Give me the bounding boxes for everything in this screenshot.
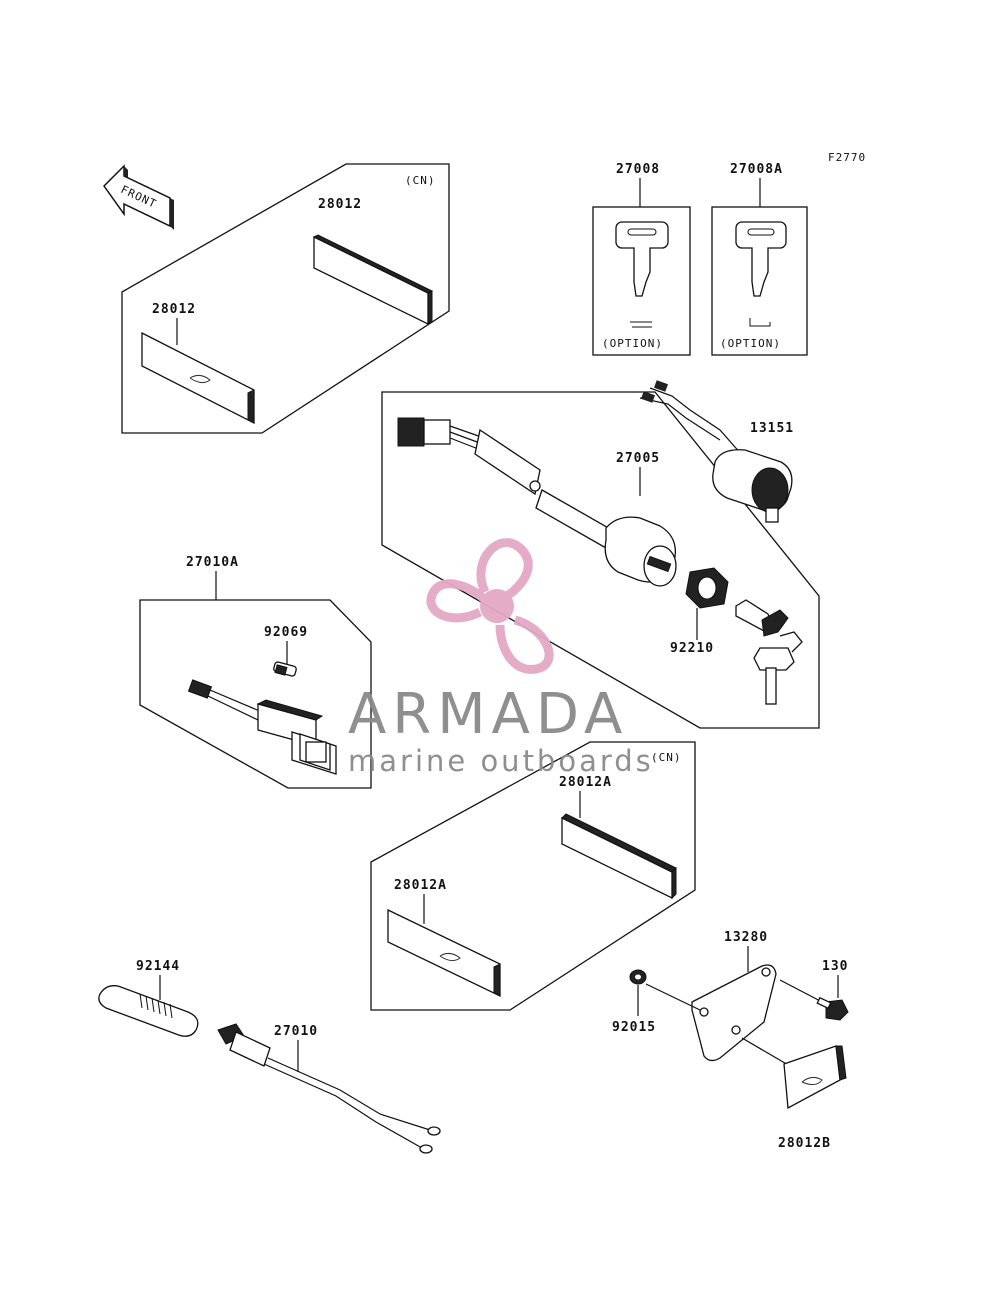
key-blank-27008 [615,221,669,328]
label-92144: 92144 [136,959,180,974]
watermark-title: ARMADA [348,682,628,747]
warning-lamp-27010a [187,679,337,775]
spring-cap-92144 [98,985,199,1037]
label-130: 130 [822,959,848,974]
decal-28012a-top [561,813,677,900]
front-arrow-icon: FRONT [103,164,174,230]
decal-28012a-left [387,908,501,998]
option-box-left [592,206,691,356]
plate-28012b [783,1045,847,1110]
key-blank-27008a [735,221,787,327]
label-27010a: 27010A [186,555,239,570]
bracket-13280 [691,964,777,1062]
buzzer-13151 [639,380,793,523]
label-92069: 92069 [264,625,308,640]
washer-92015 [629,969,647,985]
label-92210: 92210 [670,641,714,656]
cn-top-label: (CN) [405,174,436,187]
label-13280: 13280 [724,930,768,945]
label-13151: 13151 [750,421,794,436]
label-27010: 27010 [274,1024,318,1039]
ignition-switch-27005 [397,417,677,587]
decal-28012-left [141,331,255,425]
label-28012a-top: 28012A [559,775,612,790]
lamp-group-box [139,599,372,789]
cn-group-top-box [121,163,450,434]
nut-92210 [685,567,729,609]
option-left-label: (OPTION) [602,337,663,350]
label-27008: 27008 [616,162,660,177]
label-28012a-left: 28012A [394,878,447,893]
option-right-label: (OPTION) [720,337,781,350]
label-27005: 27005 [616,451,660,466]
cn-group-bottom-box [370,741,696,1011]
label-27008a: 27008A [730,162,783,177]
bolt-130 [816,996,849,1021]
label-28012-left: 28012 [152,302,196,317]
option-box-right [711,206,808,356]
key-set-27005 [735,599,803,705]
watermark-subtitle: marine outboards [348,744,654,778]
armada-watermark: ARMADA marine outboards [348,538,654,778]
label-28012-top: 28012 [318,197,362,212]
ignition-group-box [381,391,820,729]
sensor-27010 [217,1023,441,1154]
propeller-logo-icon [426,538,554,674]
bulb-92069 [273,661,297,677]
label-28012b: 28012B [778,1136,831,1151]
figure-code: F2770 [828,151,866,164]
decal-28012-top [312,234,434,326]
label-92015: 92015 [612,1020,656,1035]
cn-bottom-label: (CN) [651,751,682,764]
